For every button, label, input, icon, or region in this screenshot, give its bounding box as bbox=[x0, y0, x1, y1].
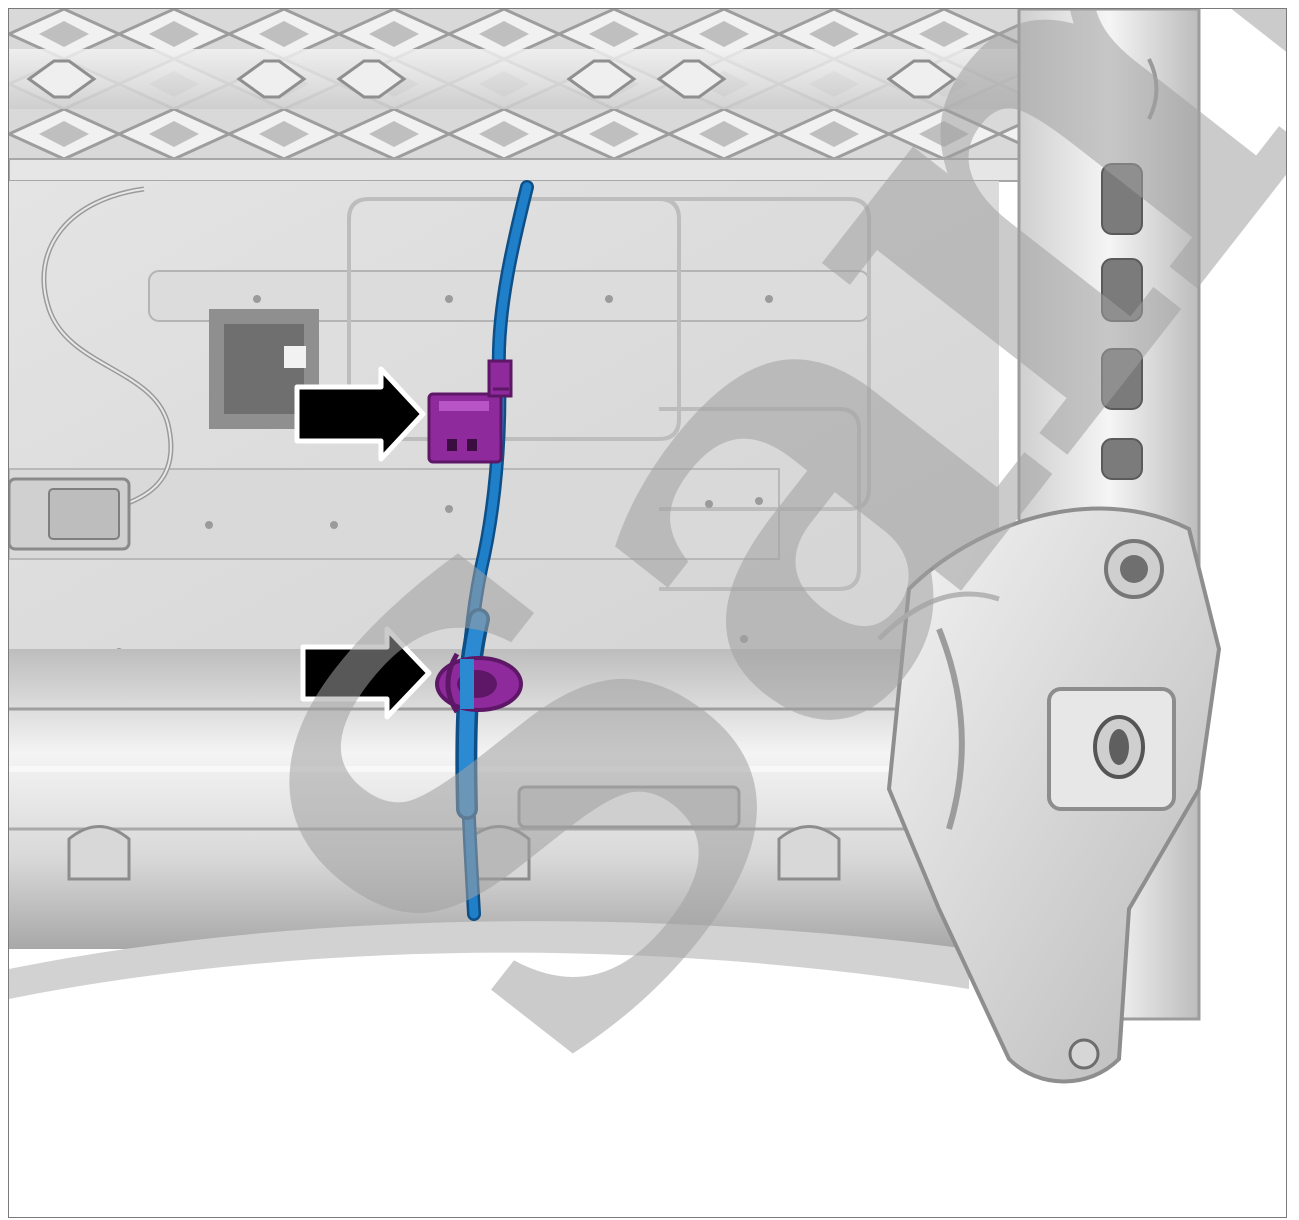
wire-clip-icon bbox=[427, 359, 513, 464]
recliner-bracket bbox=[877, 506, 1222, 1084]
seat-frame-diagram bbox=[9, 9, 1286, 1217]
pointer-arrow-icon bbox=[294, 366, 426, 462]
seat-back-panel bbox=[9, 181, 999, 711]
retainer-clip-icon bbox=[435, 652, 523, 714]
diagram-frame: Sample bbox=[8, 8, 1287, 1218]
top-mesh-band bbox=[9, 9, 1020, 182]
wire-harness bbox=[455, 180, 534, 921]
pointer-arrow-icon bbox=[300, 626, 432, 720]
